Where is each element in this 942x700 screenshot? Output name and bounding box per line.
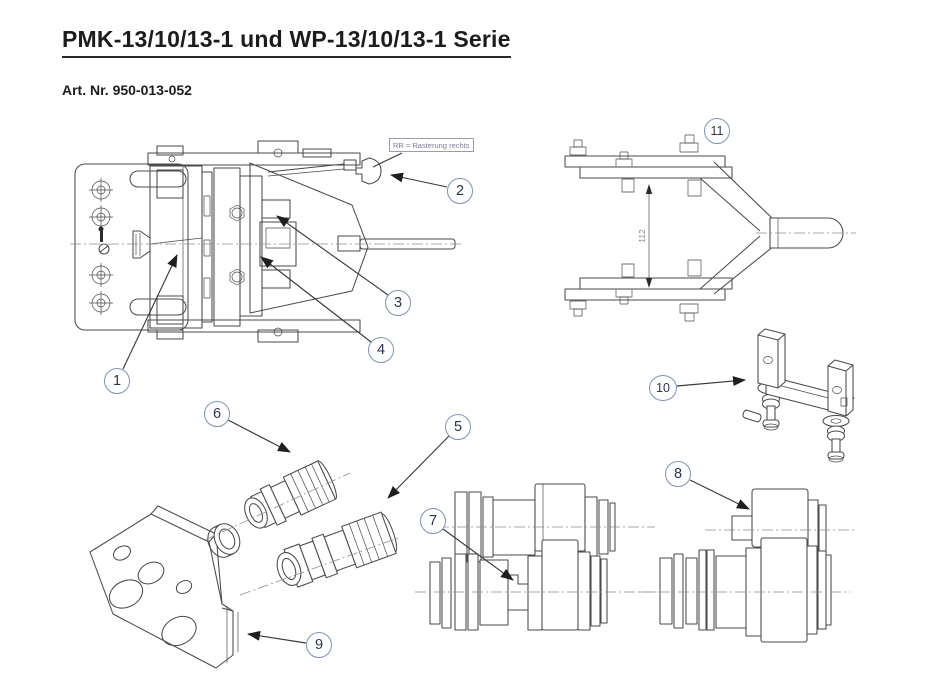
callout-6: 6 (204, 401, 230, 427)
callout-7: 7 (420, 508, 446, 534)
callout-4: 4 (368, 337, 394, 363)
release-knob (355, 157, 382, 185)
drawing-y-fork: 112 (564, 134, 856, 322)
flange-ring (207, 523, 241, 558)
coupler-upper (244, 460, 337, 529)
callout-8: 8 (665, 461, 691, 487)
page-title: PMK-13/10/13-1 und WP-13/10/13-1 Serie (62, 26, 511, 58)
coupler-lower (276, 511, 398, 588)
fork-handle (769, 217, 844, 249)
callout-10: 10 (649, 375, 677, 401)
callout-3: 3 (385, 290, 411, 316)
callout-2: 2 (447, 178, 473, 204)
drawing-plate-couplers-iso (89, 460, 399, 669)
hex-bolts (229, 204, 245, 286)
callout-11: 11 (704, 118, 730, 144)
drawing-clamp-bracket (742, 328, 855, 463)
drawing-coupler-block-side (640, 488, 856, 643)
svg-text:112: 112 (637, 229, 647, 243)
mounting-plate (89, 505, 234, 669)
side-port (731, 515, 753, 541)
drawing-coupler-pair-side (415, 483, 658, 631)
bolt-hole-crosshairs (89, 178, 113, 315)
dimension-112: 112 (637, 184, 653, 288)
rr-note-label: RR = Rasterung rechts (389, 138, 474, 152)
callout-5: 5 (445, 414, 471, 440)
coupler-housing (249, 162, 369, 314)
article-number: Art. Nr. 950-013-052 (62, 82, 192, 98)
latch-detail (507, 574, 529, 611)
plate-holes (108, 545, 197, 647)
callout-9: 9 (306, 632, 332, 658)
panel-marking-icon (98, 226, 110, 255)
leader-lines (122, 152, 750, 644)
t-handle (132, 230, 151, 259)
callout-1: 1 (104, 368, 130, 394)
drawing-coupling-top-view (70, 140, 462, 343)
